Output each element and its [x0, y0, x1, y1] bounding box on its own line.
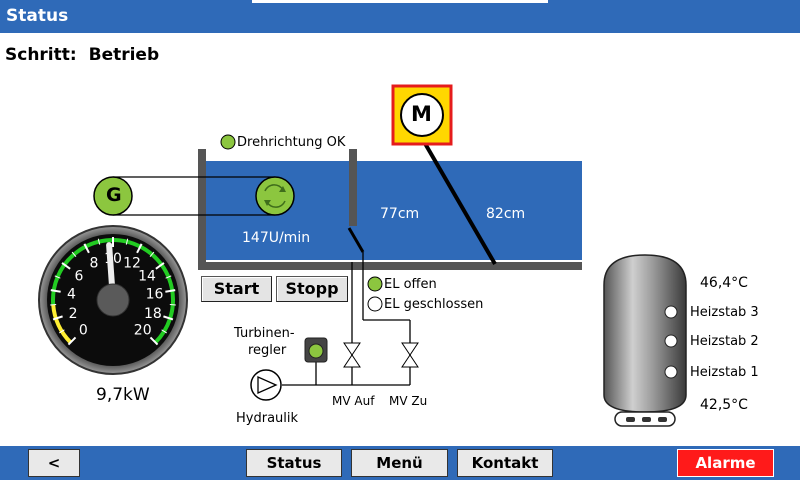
- step-status: Schritt: Betrieb: [5, 45, 165, 65]
- gauge-low-arc: [51, 304, 73, 344]
- gauge-tick: [163, 315, 174, 321]
- gauge-tick: [155, 262, 165, 270]
- el-closed-label: EL geschlossen: [384, 297, 484, 312]
- gauge-tick: [50, 289, 61, 293]
- tank-temp-top: 46,4°C: [700, 275, 748, 291]
- tank-temp-bottom: 42,5°C: [700, 397, 748, 413]
- gauge-tick-label: 4: [67, 286, 76, 302]
- gauge-tick-label: 8: [89, 256, 98, 272]
- gauge-readout: 9,7kW: [96, 385, 150, 405]
- valve-mv-zu: [401, 342, 419, 356]
- alarms-button[interactable]: Alarme: [677, 449, 774, 477]
- el-open-label: EL offen: [384, 277, 437, 292]
- motor-icon: [400, 93, 444, 137]
- gauge-tick: [161, 329, 167, 334]
- el-closed-indicator: [367, 296, 383, 312]
- gauge-tick-label: 14: [138, 268, 156, 284]
- gauge-tick-label: 2: [69, 306, 78, 322]
- gauge-tick-label: 18: [144, 306, 162, 322]
- contact-button[interactable]: Kontakt: [457, 449, 553, 477]
- heater-3-label: Heizstab 3: [690, 305, 759, 320]
- menu-button[interactable]: Menü: [351, 449, 448, 477]
- direction-ok-indicator: [220, 134, 236, 150]
- level-left: 77cm: [380, 206, 420, 222]
- turbine-rotation-icon: [255, 176, 295, 216]
- gate-arm: [421, 138, 497, 266]
- weir-wall: [349, 149, 357, 226]
- generator-label: G: [106, 184, 122, 206]
- gauge-tick: [52, 315, 63, 321]
- heater-2-label: Heizstab 2: [690, 334, 759, 349]
- step-label: Schritt:: [5, 45, 77, 65]
- page-title: Status: [6, 6, 69, 26]
- heater-1-indicator: [664, 365, 678, 379]
- gauge-tick: [165, 275, 172, 279]
- basin-left-wall: [198, 149, 206, 270]
- gauge-tick: [125, 238, 129, 245]
- gauge-tick-label: 16: [146, 286, 164, 302]
- gauge-tick-label: 6: [75, 268, 84, 284]
- gauge-tick-label: 20: [134, 323, 152, 339]
- heater-3-indicator: [664, 305, 678, 319]
- motor-label: M: [411, 102, 432, 126]
- start-button[interactable]: Start: [201, 276, 272, 302]
- title-bar: Status: [0, 0, 800, 33]
- level-right: 82cm: [486, 206, 526, 222]
- title-bar-gap: [252, 0, 548, 3]
- gauge-tick: [67, 336, 77, 346]
- gauge-tick: [61, 262, 71, 270]
- status-button[interactable]: Status: [246, 449, 342, 477]
- gauge-tick: [59, 329, 65, 334]
- gauge-normal-arc: [51, 238, 175, 344]
- footer-bar: < Status Menü Kontakt Alarme: [0, 446, 800, 480]
- heater-1-label: Heizstab 1: [690, 365, 759, 380]
- step-value: Betrieb: [88, 45, 160, 65]
- gauge-tick-label: 12: [123, 256, 141, 272]
- generator-icon: [93, 176, 133, 216]
- gauge-tick: [97, 238, 101, 245]
- gauge-tick: [149, 251, 155, 257]
- gauge-tick: [83, 243, 90, 254]
- gauge-tick-label: 0: [79, 323, 88, 339]
- regler-label-2: regler: [248, 343, 287, 358]
- el-open-indicator: [367, 276, 383, 292]
- flap-arm: [347, 227, 365, 253]
- direction-label: Drehrichtung OK: [237, 135, 346, 150]
- valve-mv-auf: [343, 342, 361, 356]
- gauge-tick: [71, 251, 77, 257]
- mv-zu-label: MV Zu: [389, 394, 428, 408]
- turbine-speed: 147U/min: [242, 230, 311, 246]
- stop-button[interactable]: Stopp: [276, 276, 348, 302]
- gauge-tick: [149, 336, 159, 346]
- hydraulik-label: Hydraulik: [236, 411, 299, 426]
- gauge-tick: [165, 289, 176, 293]
- gauge-tick: [136, 243, 143, 254]
- regler-label-1: Turbinen-: [234, 326, 295, 341]
- gauge-tick: [54, 275, 61, 279]
- mv-auf-label: MV Auf: [332, 394, 375, 408]
- back-button[interactable]: <: [28, 449, 80, 477]
- basin-floor: [198, 262, 582, 270]
- storage-tank: [603, 254, 687, 413]
- heater-2-indicator: [664, 334, 678, 348]
